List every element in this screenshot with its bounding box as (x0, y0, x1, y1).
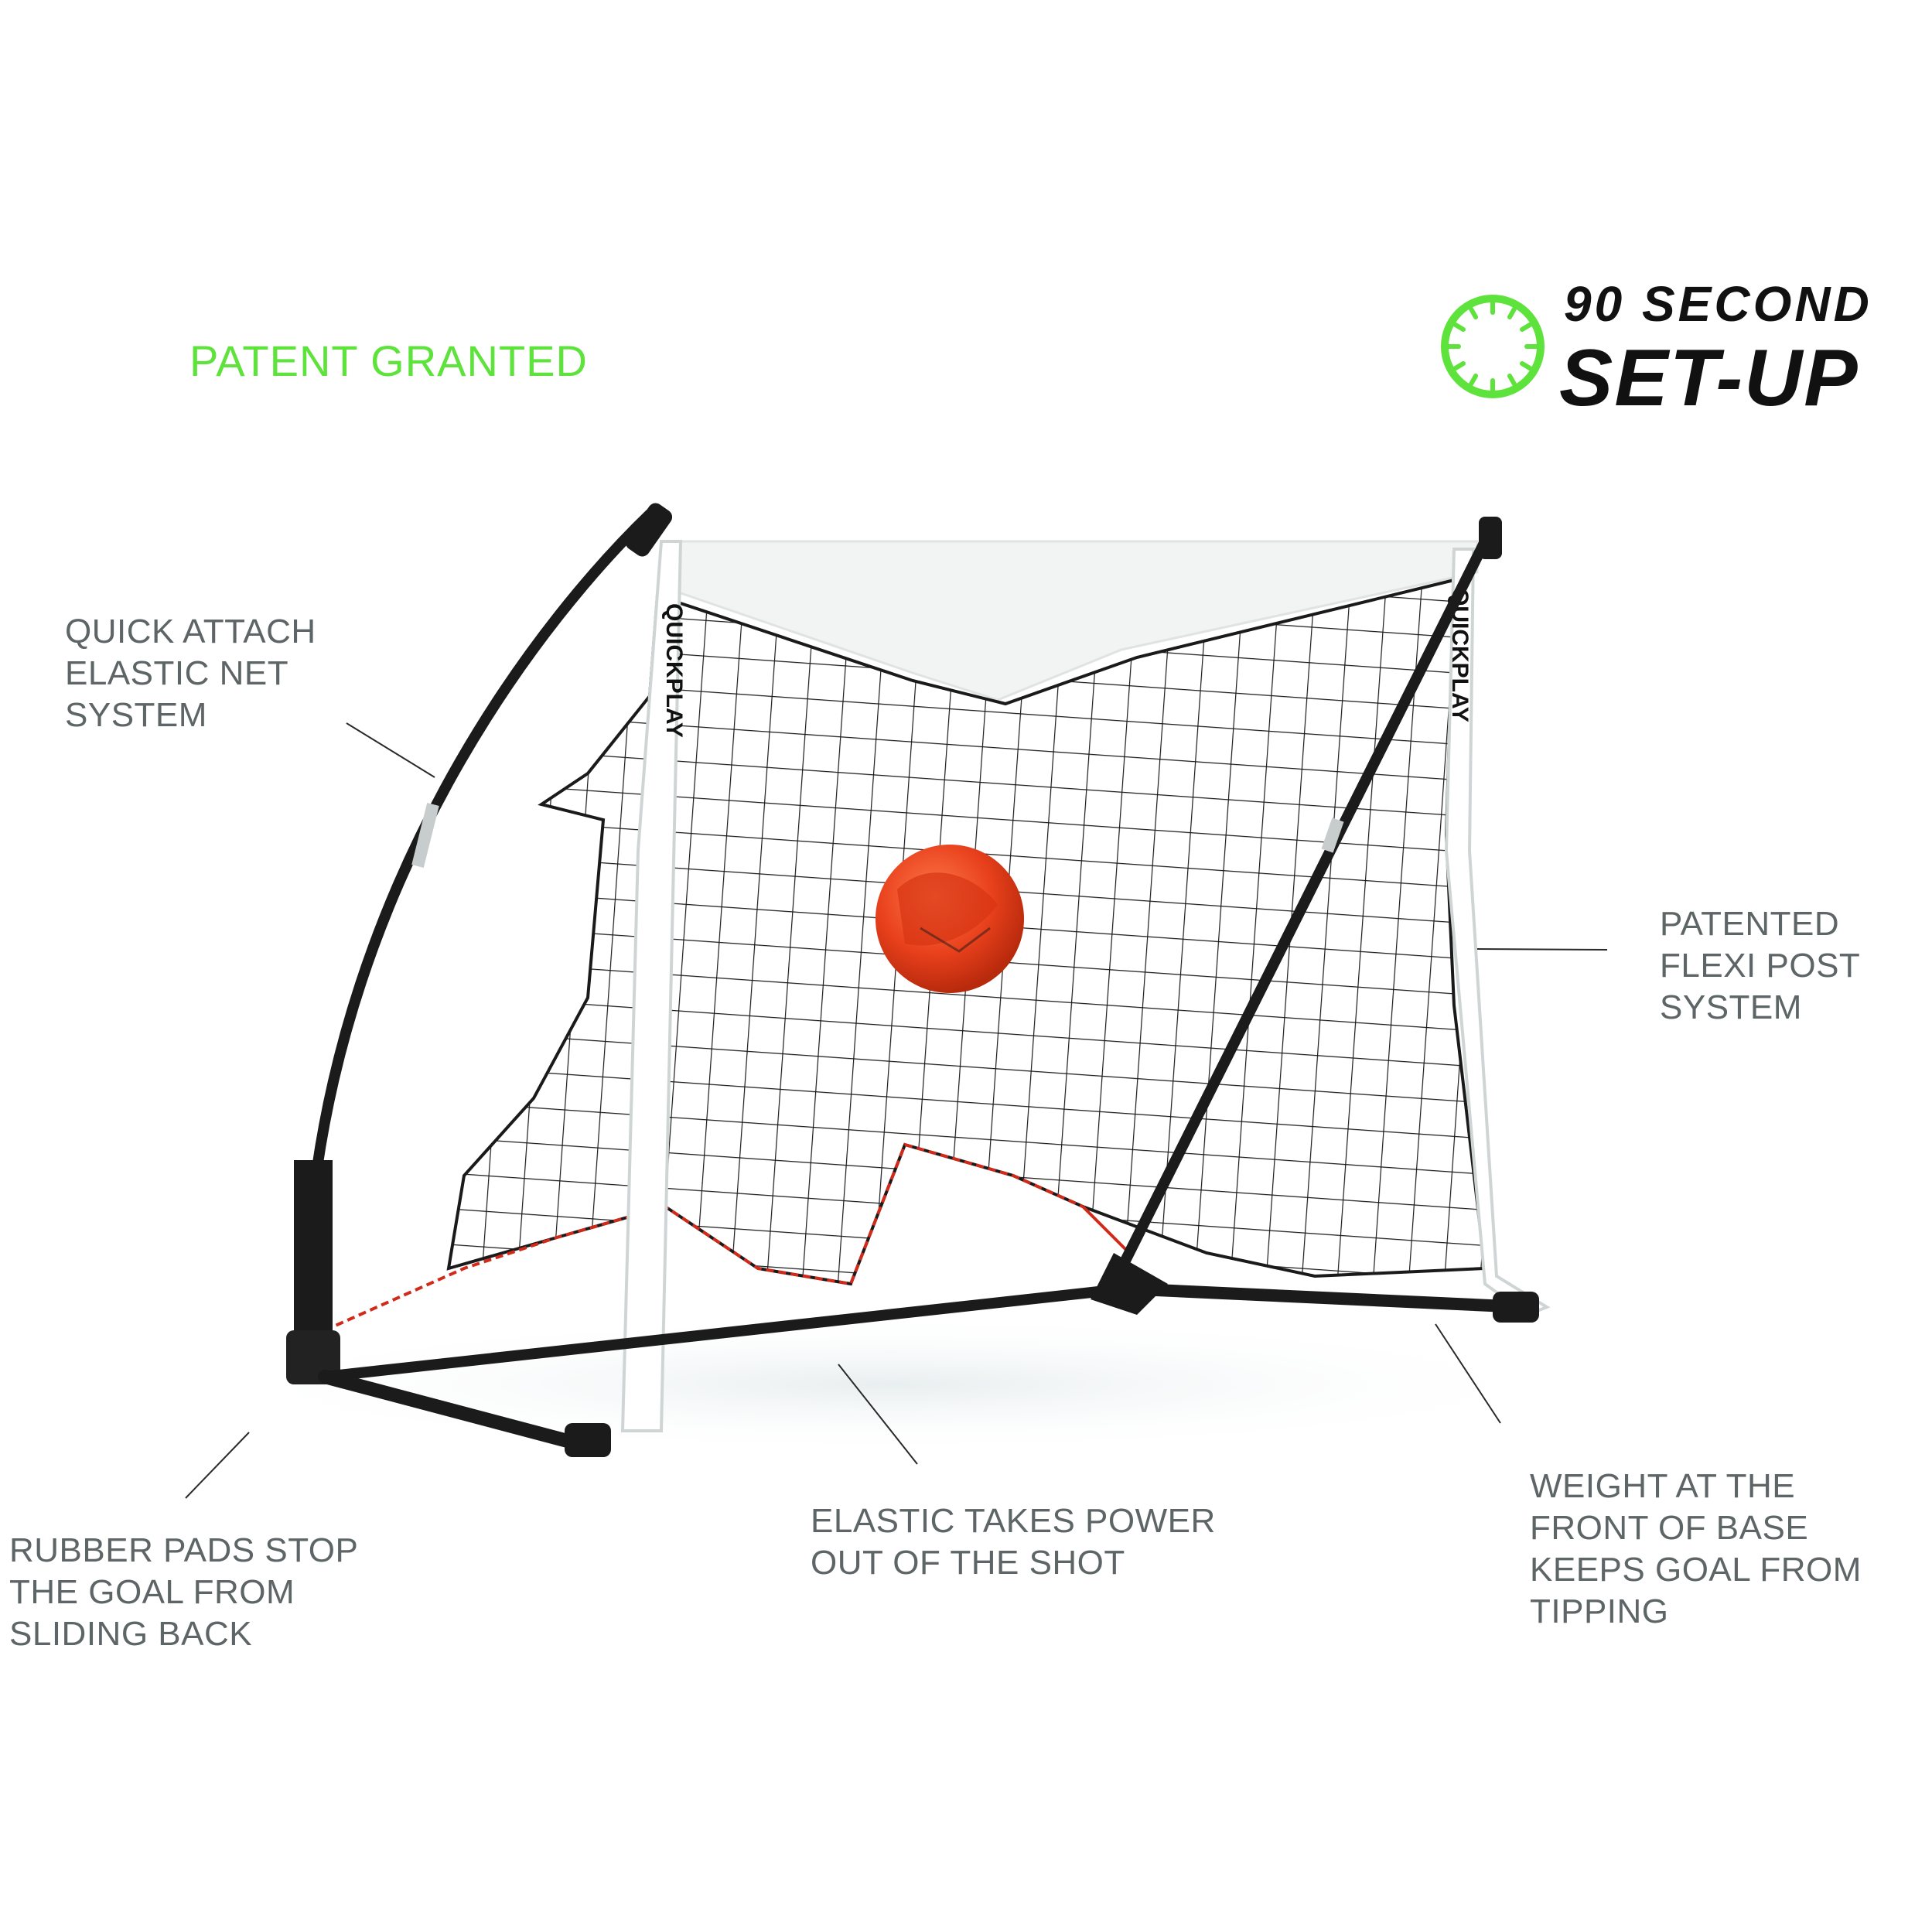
leader-line-net (346, 722, 435, 778)
stopwatch-icon (1441, 295, 1545, 398)
callout-front-weight: WEIGHT AT THE FRONT OF BASE KEEPS GOAL F… (1530, 1467, 1862, 1630)
left-side-base-bar (318, 1370, 595, 1453)
elastic-cord (324, 1142, 1084, 1332)
leader-line-elastic (838, 1364, 918, 1465)
right-rear-joint (1091, 1253, 1168, 1315)
right-flexi-post (1444, 548, 1551, 1317)
setup-title: SET-UP (1559, 333, 1859, 423)
left-rear-foot (294, 1160, 333, 1346)
leader-line-weight (1435, 1323, 1501, 1424)
setup-time-label: 90 SECOND (1564, 276, 1872, 332)
callout-flexi-post: PATENTED FLEXI POST SYSTEM (1660, 905, 1861, 1026)
rear-base-bar (319, 1286, 1104, 1382)
leader-line-post (1476, 948, 1608, 951)
left-arm-cap (625, 503, 673, 557)
left-rubber-pad (565, 1423, 611, 1457)
right-rubber-pad (1493, 1292, 1539, 1323)
callout-elastic-power: ELASTIC TAKES POWER OUT OF THE SHOT (811, 1502, 1216, 1582)
floor-shadow (193, 1315, 1586, 1454)
callout-elastic-net: QUICK ATTACH ELASTIC NET SYSTEM (65, 613, 316, 734)
right-side-base-bar (1100, 1282, 1530, 1313)
patent-granted-label: PATENT GRANTED (189, 336, 588, 385)
left-arm-band (411, 803, 439, 868)
leader-line-pads (185, 1432, 250, 1499)
net-over-ball (920, 927, 991, 953)
right-arm-cap (1479, 517, 1502, 559)
right-arm-band (1321, 818, 1344, 853)
left-rear-arm (312, 509, 655, 1173)
ball-panel (897, 872, 998, 946)
elastic-cord-right (1081, 1205, 1131, 1254)
left-flexi-post (620, 540, 683, 1432)
brand-left-post: QUICKPLAY (661, 603, 687, 738)
right-rear-arm (1108, 521, 1498, 1289)
callout-rubber-pads: RUBBER PADS STOP THE GOAL FROM SLIDING B… (9, 1531, 359, 1653)
